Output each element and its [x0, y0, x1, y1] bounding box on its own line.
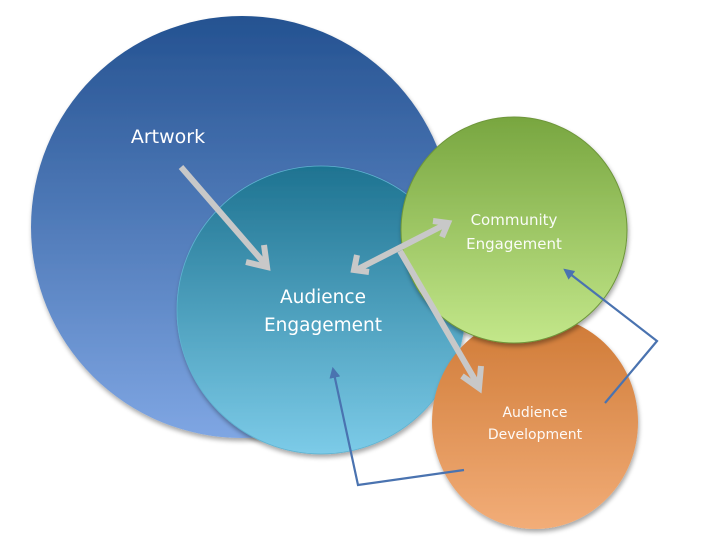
community-engagement-label-line1: Community — [470, 211, 558, 229]
community-engagement-label-line2: Engagement — [466, 235, 562, 253]
artwork-label: Artwork — [130, 126, 206, 149]
audience-engagement-label: Audience Engagement — [264, 284, 382, 340]
audience-development-label-line2: Development — [487, 427, 583, 443]
audience-engagement-label-line1: Audience — [280, 287, 366, 308]
connector-development-to-engagement — [329, 366, 465, 487]
audience-development-label: Audience Development — [488, 402, 582, 446]
audience-engagement-label-line2: Engagement — [263, 315, 383, 336]
community-engagement-label: Community Engagement — [466, 208, 562, 256]
arrow-engagement-community-double — [350, 218, 453, 275]
connector-development-to-community — [563, 268, 659, 404]
arrow-engagement-to-development — [397, 249, 484, 394]
audience-development-label-line1: Audience — [502, 405, 568, 421]
arrow-artwork-to-engagement — [178, 165, 271, 271]
community-engagement-circle — [400, 116, 628, 344]
